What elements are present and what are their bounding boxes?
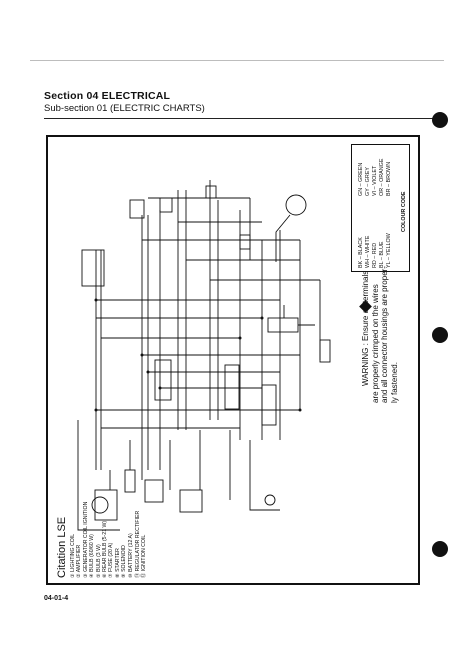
colour-code-entry: WH – WHITE bbox=[365, 235, 371, 268]
legend-item: ⑫ IGNITION COIL bbox=[141, 534, 148, 578]
colour-code-entry: RD – RED bbox=[372, 242, 378, 268]
colour-code-table bbox=[351, 144, 410, 272]
legend-item: ⑨ SOLENOID bbox=[121, 545, 128, 578]
binder-hole-icon bbox=[432, 112, 448, 128]
binder-hole-icon bbox=[432, 327, 448, 343]
colour-code-entry: GN – GREEN bbox=[358, 162, 364, 196]
page-number: 04-01-4 bbox=[44, 595, 69, 602]
diagram-title: Citation LSE bbox=[56, 516, 68, 578]
binder-hole-icon bbox=[432, 541, 448, 557]
colour-code-entry: GY – GREY bbox=[365, 167, 371, 196]
legend-item: ③ GENERATOR COIL IGNITION bbox=[82, 501, 89, 578]
colour-code-entry: OR – ORANGE bbox=[379, 158, 385, 196]
colour-code-entry: BL – BLUE bbox=[379, 241, 385, 268]
top-rule bbox=[30, 60, 444, 61]
legend-item: ② AMPLIFIER bbox=[76, 544, 83, 578]
colour-code-entry: BK – BLACK bbox=[358, 237, 364, 268]
legend-item: ⑤ BULB (3 W) bbox=[95, 544, 102, 578]
subsection-title: Sub-section 01 (ELECTRIC CHARTS) bbox=[44, 103, 205, 114]
colour-code-entry: VI – VIOLET bbox=[372, 165, 378, 196]
section-rule bbox=[44, 118, 434, 119]
warning-line: are properly crimped on the wires bbox=[370, 284, 380, 403]
colour-code-title: COLOUR CODE bbox=[401, 191, 407, 232]
warning-line: and all connector housings are proper- bbox=[380, 266, 389, 403]
colour-code-entry: YL – YELLOW bbox=[386, 233, 392, 268]
warning-line: ly fastened. bbox=[389, 362, 399, 403]
section-title: Section 04 ELECTRICAL bbox=[44, 90, 171, 102]
legend-item: ⑩ BATTERY (12 A) bbox=[127, 533, 134, 578]
warning-icon bbox=[359, 300, 372, 313]
legend-item: ⑧ STARTER bbox=[114, 548, 121, 578]
colour-code-entry: BR – BROWN bbox=[386, 161, 392, 196]
legend-item: ⑦ FUSE (20 A) bbox=[108, 542, 115, 578]
legend-item: ④ BULB (60/60 W) bbox=[89, 534, 96, 578]
warning-line: WARNING : Ensure all terminals bbox=[361, 270, 370, 386]
diagram-frame bbox=[46, 135, 420, 585]
